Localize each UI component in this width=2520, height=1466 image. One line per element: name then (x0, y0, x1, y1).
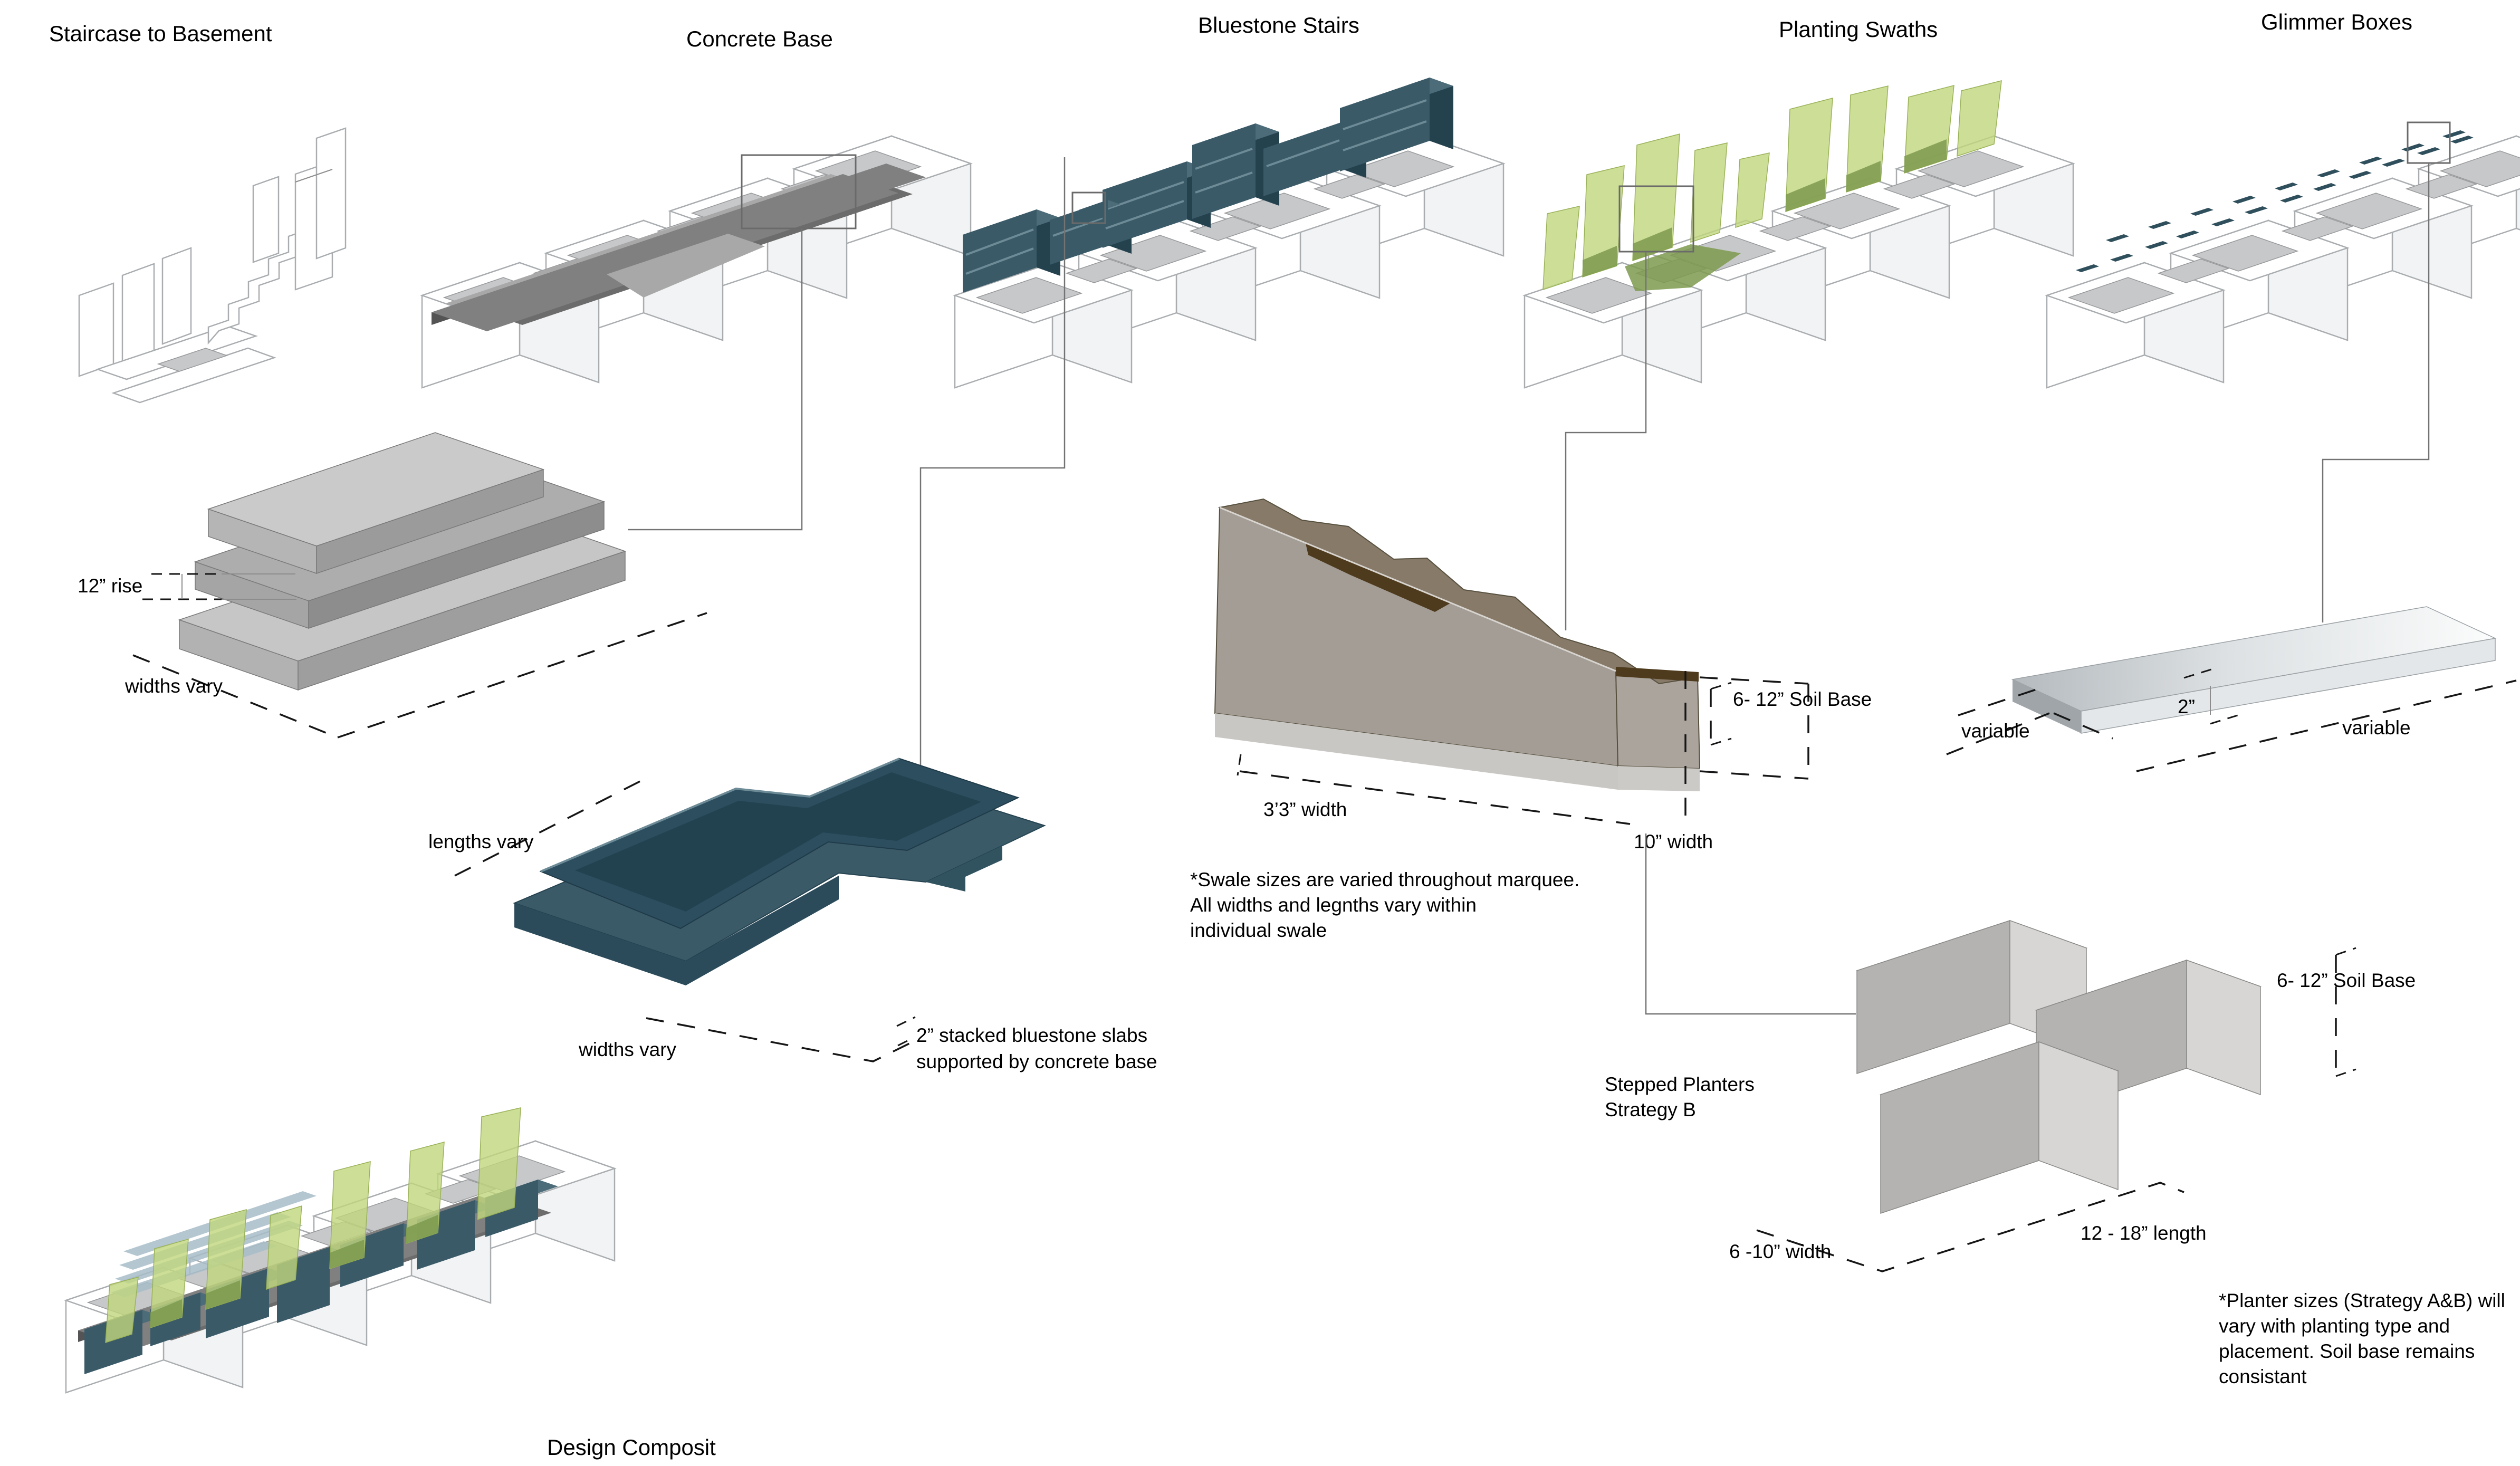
glimmer-leader-line (2322, 163, 2430, 622)
lengths-dim-line (454, 774, 652, 877)
diagram-concrete-base (421, 135, 972, 531)
label-rise: 12” rise (78, 575, 142, 597)
label-planter-note-2: vary with planting type and (2219, 1315, 2450, 1337)
label-lengths-vary: lengths vary (428, 831, 534, 852)
label-planter-length: 12 - 18” length (2081, 1222, 2207, 1244)
label-planter-soil: 6- 12” Soil Base (2277, 970, 2416, 991)
bluestone-callout-box (1071, 191, 1106, 224)
concrete-callout-box (741, 154, 857, 229)
title-planting: Planting Swaths (1779, 17, 1938, 42)
label-glimmer-height: 2” (2178, 696, 2195, 717)
planter-box-back-left (1855, 919, 2088, 1075)
detail-bluestone-slabs: lengths vary widths vary 2” stacked blue… (428, 758, 1157, 1072)
diagram-bluestone-stairs (919, 78, 1505, 802)
planting-panels (1542, 80, 2002, 291)
widths-dim-depth (132, 654, 338, 739)
label-swale-note-1: *Swale sizes are varied throughout marqu… (1190, 869, 1579, 890)
planting-leader-line (1565, 252, 1647, 630)
label-planter-note-1: *Planter sizes (Strategy A&B) will (2219, 1290, 2505, 1311)
note-tick-dashes (896, 1016, 916, 1047)
glimmer-callout-box (2407, 121, 2451, 164)
label-widths-vary-concrete: widths vary (124, 675, 223, 697)
label-swale-width: 3’3” width (1263, 799, 1347, 820)
label-planter-width: 6 -10” width (1729, 1241, 1831, 1262)
title-glimmer: Glimmer Boxes (2261, 9, 2412, 34)
detail-glimmer-prism: variable 2” variable (1946, 606, 2517, 772)
label-widths-vary-bluestone: widths vary (578, 1039, 677, 1060)
diagram-staircase-to-basement (78, 127, 347, 404)
planter-base-dims (1756, 1182, 2184, 1272)
label-bluestone-note-1: 2” stacked bluestone slabs (916, 1024, 1147, 1046)
label-glimmer-variable-left: variable (1961, 720, 2030, 742)
label-swale-base-width: 10” width (1634, 831, 1713, 852)
title-concrete: Concrete Base (686, 26, 833, 51)
label-glimmer-variable-right: variable (2342, 717, 2411, 739)
title-staircase: Staircase to Basement (49, 21, 272, 46)
composite-planting (105, 1107, 521, 1344)
planter-box-front (1879, 1041, 2120, 1214)
title-composite: Design Composit (547, 1435, 716, 1460)
widths-dim-axis (337, 612, 707, 739)
label-planters-title-2: Strategy B (1605, 1099, 1696, 1120)
concrete-leader-line (628, 228, 803, 531)
swale-to-planters-leader (1645, 833, 1856, 1015)
diagram-planting-swaths (1524, 80, 2074, 630)
label-swale-note-3: individual swale (1190, 919, 1327, 941)
detail-stepped-planters: Stepped Planters Strategy B 6- 12” Soil … (1605, 919, 2505, 1387)
bluestone-letterforms (963, 78, 1453, 293)
diagram-glimmer-boxes (2046, 121, 2520, 622)
detail-swale: 3’3” width 10” width 6- 12” Soil Base *S… (1190, 498, 1872, 1015)
label-swale-soil: 6- 12” Soil Base (1733, 688, 1872, 710)
widths-dim-line (646, 1017, 913, 1062)
title-bluestone: Bluestone Stairs (1198, 13, 1359, 37)
label-planter-note-4: consistant (2219, 1366, 2307, 1387)
planting-callout-box (1618, 185, 1694, 253)
label-planter-note-3: placement. Soil base remains (2219, 1340, 2475, 1362)
label-planters-title-1: Stepped Planters (1605, 1074, 1755, 1095)
swale-width-dim (1239, 770, 1631, 825)
swale-projection-dashes (1699, 676, 1809, 780)
label-bluestone-note-2: supported by concrete base (916, 1051, 1157, 1072)
bluestone-leader-line (919, 157, 1066, 802)
label-swale-note-2: All widths and legnths vary within (1190, 894, 1477, 916)
diagram-design-composite (65, 1107, 616, 1394)
detail-concrete-slabs: 12” rise widths vary (78, 432, 707, 739)
